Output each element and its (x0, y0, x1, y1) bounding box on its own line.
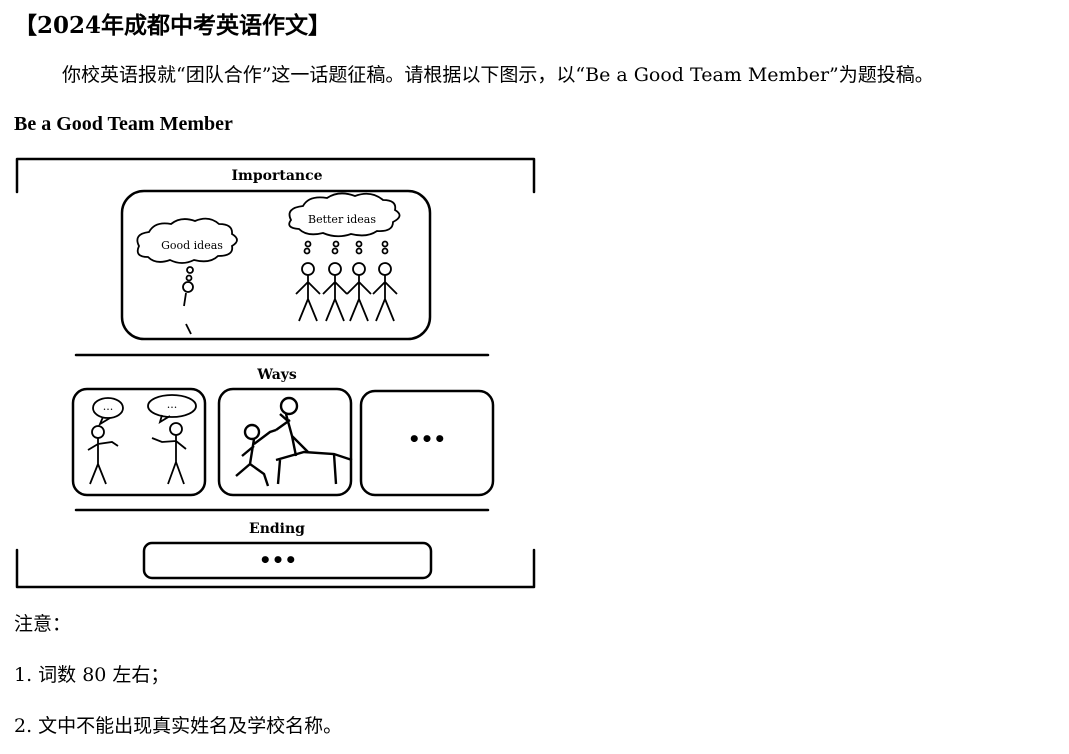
prompt-figure: Importance Good ideas Better ideas Ways … (15, 157, 536, 589)
group-figures (295, 262, 398, 322)
ways-panel-talking (71, 387, 207, 497)
cloud-better-ideas (288, 192, 401, 238)
stick-figure (346, 262, 372, 322)
ways-panel-helping (217, 387, 353, 497)
talking-figures (87, 394, 197, 485)
note-item: 1. 词数 80 左右； (14, 664, 170, 686)
speech-bubble-right-dots: ... (167, 398, 178, 411)
importance-panel (120, 189, 432, 341)
ways-more-dots: ••• (408, 427, 446, 451)
bubble-label-good-ideas: Good ideas (161, 239, 223, 252)
section-label-ways: Ways (256, 367, 297, 383)
ending-box (142, 541, 433, 580)
stick-figure (372, 262, 398, 322)
helping-figures (235, 396, 353, 487)
notes-label: 注意： (14, 613, 72, 635)
stick-figure (322, 262, 348, 322)
frame-bottom (15, 548, 536, 589)
speech-bubble-left-dots: ... (103, 400, 114, 413)
section-label-importance: Importance (231, 168, 322, 184)
frame-top (15, 157, 536, 194)
task-instruction: 你校英语报就“团队合作”这一话题征稿。请根据以下图示，以“Be a Good T… (62, 64, 934, 86)
cloud-good-ideas (136, 217, 238, 264)
ending-dots: ••• (259, 548, 297, 572)
lonely-figure (182, 281, 194, 335)
section-label-ending: Ending (249, 521, 305, 537)
ways-panel-more (359, 389, 495, 497)
stick-figure (295, 262, 321, 322)
note-item: 2. 文中不能出现真实姓名及学校名称。 (14, 715, 343, 737)
bubble-label-better-ideas: Better ideas (308, 213, 376, 226)
page-title: 【2024年成都中考英语作文】 (14, 12, 332, 39)
essay-title: Be a Good Team Member (14, 113, 233, 135)
